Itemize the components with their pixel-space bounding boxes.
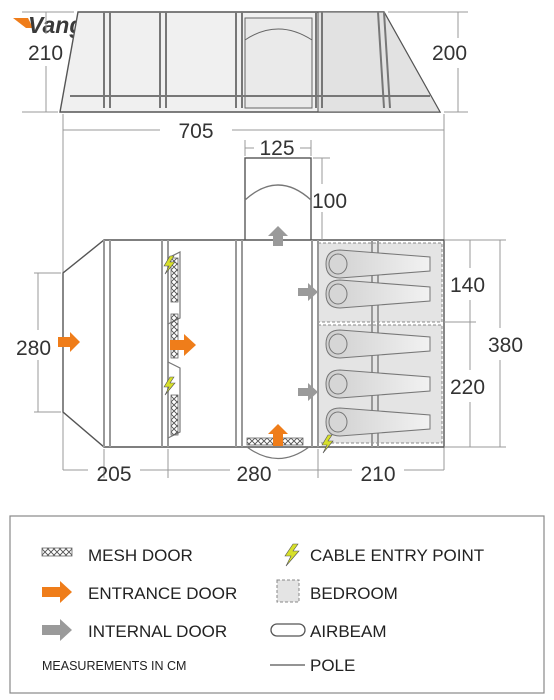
total-length-label: 705 <box>178 120 213 143</box>
internal-arrow-icon <box>298 383 318 401</box>
legend-pole: POLE <box>310 656 355 675</box>
mesh-door-left-lower <box>170 394 179 436</box>
legend-internal-door: INTERNAL DOOR <box>88 622 227 641</box>
cable-entry-icon <box>163 376 176 396</box>
sleeping-bag-icon <box>325 329 431 359</box>
floorplan <box>58 157 445 459</box>
bedroom-upper-width-label: 140 <box>450 274 485 297</box>
legend-airbeam: AIRBEAM <box>310 622 387 641</box>
mesh-door-icon <box>41 547 73 557</box>
airbeam-icon <box>270 623 306 637</box>
internal-arrow-icon <box>268 226 288 246</box>
legend-units-note: MEASUREMENTS IN CM <box>42 659 186 673</box>
side-height-left-label: 210 <box>28 42 63 65</box>
mesh-door-left-upper <box>170 257 179 303</box>
mesh-door-left-mid <box>170 313 179 359</box>
legend-bedroom: BEDROOM <box>310 584 398 603</box>
cable-entry-icon <box>163 255 176 275</box>
sleeping-bag-icon <box>325 369 431 399</box>
front-section-length-label: 205 <box>96 463 131 486</box>
vango-logo-mark-icon <box>13 18 33 28</box>
legend: MESH DOOR ENTRANCE DOOR INTERNAL DOOR ME… <box>9 515 545 694</box>
internal-arrow-icon <box>298 283 318 301</box>
sleeping-bag-icon <box>325 279 431 309</box>
legend-box <box>9 515 545 694</box>
front-width-label: 280 <box>16 337 51 360</box>
bedroom-icon <box>276 579 300 603</box>
middle-section-length-label: 280 <box>236 463 271 486</box>
cable-entry-icon <box>321 434 334 454</box>
porch-depth-label: 100 <box>312 190 347 213</box>
bedroom-section-length-label: 210 <box>360 463 395 486</box>
legend-cable-entry: CABLE ENTRY POINT <box>310 546 484 565</box>
porch-width-label: 125 <box>259 137 294 160</box>
side-height-right-label: 200 <box>432 42 467 65</box>
entrance-arrow-icon <box>58 332 80 352</box>
entrance-arrow-icon <box>170 334 196 356</box>
internal-arrow-icon <box>42 619 72 641</box>
sleeping-bag-icon <box>325 407 431 437</box>
entrance-arrow-icon <box>268 424 288 446</box>
total-width-label: 380 <box>488 334 523 357</box>
sleeping-bags <box>325 249 431 437</box>
entrance-arrow-icon <box>42 581 72 603</box>
cable-entry-icon <box>284 543 300 567</box>
legend-mesh-door: MESH DOOR <box>88 546 193 565</box>
legend-entrance-door: ENTRANCE DOOR <box>88 584 237 603</box>
side-elevation <box>22 11 468 113</box>
sleeping-bag-icon <box>325 249 431 279</box>
bedroom-lower-width-label: 220 <box>450 376 485 399</box>
